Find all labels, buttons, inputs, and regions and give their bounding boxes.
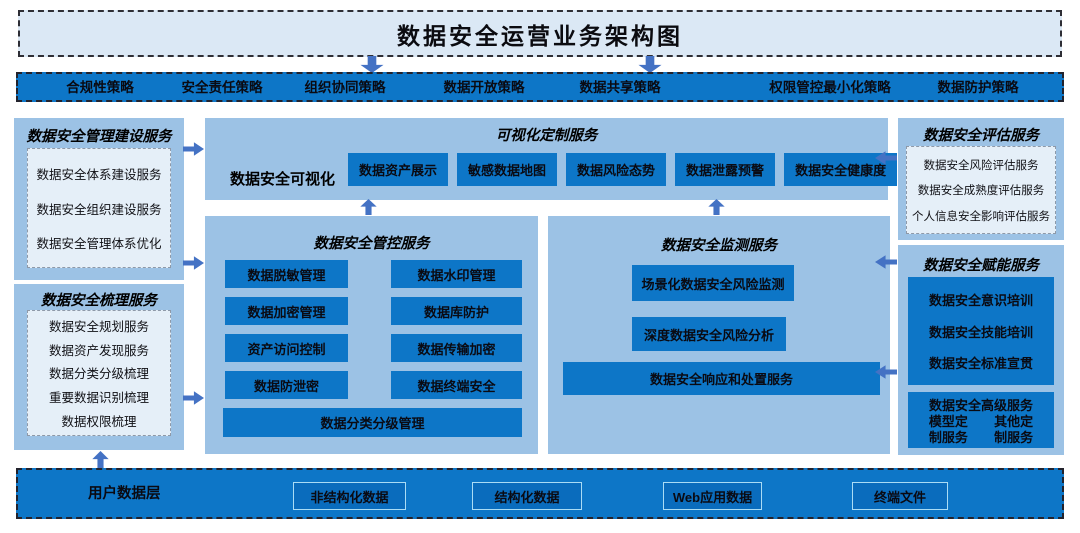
arrow-up-icon	[708, 199, 725, 215]
arrow-up-icon	[92, 451, 109, 468]
policy-bar: 合规性策略 安全责任策略 组织协同策略 数据开放策略 数据共享策略 权限管控最小…	[16, 72, 1064, 102]
viz-button: 敏感数据地图	[457, 153, 558, 186]
assessment-services-panel: 数据安全评估服务 数据安全风险评估服务 数据安全成熟度评估服务 个人信息安全影响…	[898, 118, 1064, 240]
arrow-up-icon	[360, 199, 377, 215]
diagram-title: 数据安全运营业务架构图	[397, 23, 683, 49]
management-services-panel: 数据安全管理建设服务 数据安全体系建设服务 数据安全组织建设服务 数据安全管理体…	[14, 118, 184, 280]
list-item: 数据安全技能培训	[928, 324, 1033, 340]
panel-title: 数据安全评估服务	[923, 128, 1039, 144]
visualization-buttons: 数据资产展示 敏感数据地图 数据风险态势 数据泄露预警 数据安全健康度	[348, 153, 898, 186]
policy-item: 权限管控最小化策略	[769, 80, 891, 95]
panel-title: 数据安全监测服务	[661, 238, 777, 254]
arrow-right-icon	[183, 391, 204, 405]
control-button: 数据加密管理	[225, 297, 348, 325]
control-services-panel: 数据安全管控服务 数据脱敏管理 数据加密管理 资产访问控制 数据防泄密 数据水印…	[205, 216, 538, 454]
management-services-list: 数据安全体系建设服务 数据安全组织建设服务 数据安全管理体系优化	[27, 148, 171, 268]
list-item: 数据安全意识培训	[928, 292, 1033, 308]
control-button-wide: 数据分类分级管理	[223, 408, 522, 437]
panel-title: 数据安全管控服务	[313, 236, 430, 252]
list-item: 数据安全成熟度评估服务	[917, 185, 1045, 197]
advanced-services-title: 数据安全高级服务	[928, 398, 1033, 413]
panel-title: 可视化定制服务	[495, 128, 598, 144]
combing-services-list: 数据安全规划服务 数据资产发现服务 数据分类分级梳理 重要数据识别梳理 数据权限…	[27, 310, 171, 436]
monitoring-services-panel: 数据安全监测服务 场景化数据安全风险监测 深度数据安全风险分析 数据安全响应和处…	[548, 216, 890, 454]
list-item: 数据安全体系建设服务	[36, 168, 162, 183]
advanced-services-items: 模型定制服务 其他定制服务	[908, 414, 1054, 447]
policy-item: 数据开放策略	[443, 80, 525, 95]
list-item: 数据资产发现服务	[48, 343, 149, 358]
monitoring-button: 深度数据安全风险分析	[632, 317, 786, 351]
control-button: 数据终端安全	[391, 371, 522, 399]
combing-services-panel: 数据安全梳理服务 数据安全规划服务 数据资产发现服务 数据分类分级梳理 重要数据…	[14, 284, 184, 450]
policy-item: 组织协同策略	[304, 80, 386, 95]
data-type-button: Web应用数据	[663, 482, 762, 510]
viz-button: 数据泄露预警	[675, 153, 776, 186]
control-button: 资产访问控制	[225, 334, 348, 362]
enablement-services-panel: 数据安全赋能服务 数据安全意识培训 数据安全技能培训 数据安全标准宣贯 数据安全…	[898, 245, 1064, 455]
panel-title: 数据安全赋能服务	[923, 258, 1039, 274]
policy-item: 数据共享策略	[579, 80, 661, 95]
list-item: 数据安全标准宣贯	[928, 356, 1033, 372]
arrow-right-icon	[183, 142, 204, 156]
monitoring-button: 场景化数据安全风险监测	[632, 265, 794, 301]
viz-button: 数据资产展示	[348, 153, 449, 186]
arrow-down-icon	[360, 56, 384, 73]
list-item: 数据分类分级梳理	[48, 367, 149, 382]
control-button: 数据水印管理	[391, 260, 522, 288]
list-item: 数据安全管理体系优化	[36, 236, 162, 251]
viz-button: 数据风险态势	[566, 153, 667, 186]
diagram-title-box: 数据安全运营业务架构图	[18, 10, 1062, 57]
list-item: 数据安全组织建设服务	[36, 202, 162, 217]
visualization-panel: 可视化定制服务 数据安全可视化 数据资产展示 敏感数据地图 数据风险态势 数据泄…	[205, 118, 898, 200]
list-item: 数据权限梳理	[61, 415, 137, 430]
control-button: 数据脱敏管理	[225, 260, 348, 288]
enablement-training-box: 数据安全意识培训 数据安全技能培训 数据安全标准宣贯	[908, 277, 1054, 385]
data-type-button: 结构化数据	[472, 482, 582, 510]
list-item: 其他定制服务	[994, 414, 1034, 446]
arrow-right-icon	[183, 256, 204, 270]
panel-title: 数据安全管理建设服务	[26, 129, 172, 145]
list-item: 数据安全风险评估服务	[923, 159, 1039, 172]
policy-item: 合规性策略	[66, 80, 134, 95]
arrow-down-icon	[638, 56, 662, 73]
monitoring-button-wide: 数据安全响应和处置服务	[563, 362, 880, 395]
policy-item: 安全责任策略	[181, 80, 263, 95]
data-type-button: 终端文件	[852, 482, 948, 510]
panel-title: 数据安全梳理服务	[41, 293, 157, 309]
advanced-services-box: 数据安全高级服务 模型定制服务 其他定制服务	[908, 392, 1054, 448]
assessment-services-list: 数据安全风险评估服务 数据安全成熟度评估服务 个人信息安全影响评估服务	[906, 146, 1056, 234]
control-button: 数据防泄密	[225, 371, 348, 399]
list-item: 个人信息安全影响评估服务	[912, 210, 1050, 223]
visualization-label: 数据安全可视化	[230, 171, 336, 188]
control-button: 数据库防护	[391, 297, 522, 325]
user-data-layer-bar: 用户数据层 非结构化数据 结构化数据 Web应用数据 终端文件	[16, 468, 1064, 519]
user-data-layer-label: 用户数据层	[88, 486, 161, 502]
list-item: 数据安全规划服务	[48, 319, 149, 334]
data-type-button: 非结构化数据	[293, 482, 406, 510]
list-item: 重要数据识别梳理	[48, 391, 149, 406]
list-item: 模型定制服务	[928, 414, 968, 446]
control-button: 数据传输加密	[391, 334, 522, 362]
policy-item: 数据防护策略	[937, 80, 1019, 95]
